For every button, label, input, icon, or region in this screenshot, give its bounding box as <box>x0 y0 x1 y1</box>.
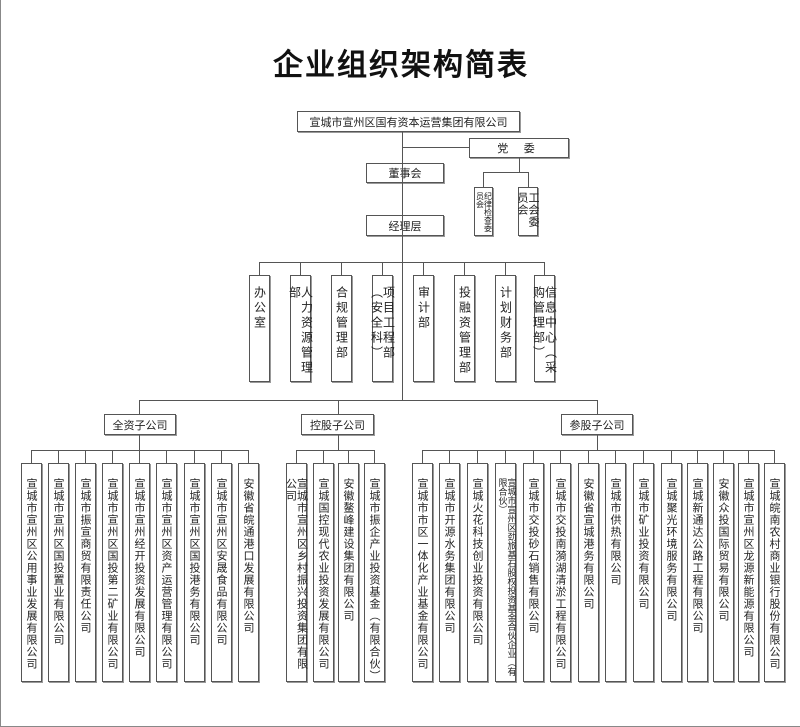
company-box: 宣城聚光环境服务有限公司 <box>661 463 682 682</box>
department-box: 投融资管理部 <box>454 275 475 382</box>
company-connector <box>296 450 297 463</box>
company-connector <box>505 450 506 463</box>
company-box: 宣城市振宣商贸有限责任公司 <box>75 463 96 682</box>
company-connector <box>31 450 32 463</box>
discipline-committee-box: 纪律检查委员会 <box>474 187 493 236</box>
group-box-1: 全资子公司 <box>104 414 176 435</box>
page-title: 企业组织架构简表 <box>273 48 529 83</box>
company-connector <box>477 450 478 463</box>
company-box: 安徽众投国际贸易有限公司 <box>713 463 734 682</box>
company-box: 宣城市供热有限公司 <box>605 463 626 682</box>
board-box: 董事会 <box>366 163 444 183</box>
management-box: 经理层 <box>366 215 444 236</box>
party-sub-connector <box>519 158 520 172</box>
group-box-3: 参股子公司 <box>561 414 633 435</box>
party-sub-line <box>483 172 528 173</box>
company-connector <box>671 450 672 463</box>
party-connector <box>402 147 469 148</box>
department-connector <box>382 262 383 275</box>
department-connector <box>544 262 545 275</box>
company-connector <box>533 450 534 463</box>
department-connector <box>505 262 506 275</box>
company-connector <box>697 450 698 463</box>
company-connector <box>58 450 59 463</box>
department-connector <box>464 262 465 275</box>
company-connector <box>643 450 644 463</box>
company-connector <box>348 450 349 463</box>
department-connector <box>423 262 424 275</box>
group-box-2: 控股子公司 <box>301 414 374 435</box>
company-line <box>31 450 249 451</box>
company-box: 宣城市交投南漪湖清淤工程有限公司 <box>550 463 571 682</box>
group-down-connector <box>597 435 598 450</box>
department-connector <box>259 262 260 275</box>
company-box: 宣城市宣州区国投置业有限公司 <box>48 463 69 682</box>
company-connector <box>422 450 423 463</box>
company-box: 安徽省宣城港务有限公司 <box>578 463 599 682</box>
company-box: 宣城市宣州区国投第二矿业有限公司 <box>102 463 123 682</box>
company-box: 宣城市振企产业投资基金（有限合伙） <box>364 463 385 682</box>
group-down-connector <box>338 435 339 450</box>
company-connector <box>588 450 589 463</box>
discipline-connector <box>483 172 484 187</box>
department-box: 人力资源管理部 <box>288 275 314 382</box>
union-connector <box>528 172 529 187</box>
company-connector <box>774 450 775 463</box>
group-company-box: 宣城市宣州区国有资本运营集团有限公司 <box>297 111 520 132</box>
company-line <box>422 450 775 451</box>
group-connector <box>597 400 598 414</box>
company-connector <box>723 450 724 463</box>
company-box: 宣城市矿业投资有限公司 <box>633 463 654 682</box>
main-connector <box>402 132 403 400</box>
department-box: 信息中心（采购管理部） <box>532 275 558 382</box>
company-connector <box>112 450 113 463</box>
department-box: 项目工程部（安全科） <box>370 275 396 382</box>
company-connector <box>139 450 140 463</box>
department-box: 合规管理部 <box>331 275 352 382</box>
company-connector <box>85 450 86 463</box>
subsidiary-line <box>139 400 598 401</box>
company-box: 安徽鳌峰建设集团有限公司 <box>338 463 359 682</box>
company-box: 宣城市宣州区劲旅基石股权投资基金合伙企业（有限合伙） <box>495 463 516 682</box>
company-box: 宣城新通达公路工程有限公司 <box>687 463 708 682</box>
company-connector <box>374 450 375 463</box>
company-box: 宣城国控现代农业投资发展有限公司 <box>313 463 334 682</box>
company-connector <box>560 450 561 463</box>
company-box: 宣城市宣州区公用事业发展有限公司 <box>21 463 42 682</box>
company-box: 宣城市开源水务集团有限公司 <box>439 463 460 682</box>
company-box: 安徽省皖通港口发展有限公司 <box>238 463 259 682</box>
company-line <box>296 450 375 451</box>
department-connector <box>300 262 301 275</box>
company-connector <box>221 450 222 463</box>
company-connector <box>194 450 195 463</box>
company-connector <box>248 450 249 463</box>
department-box: 计划财务部 <box>495 275 516 382</box>
company-box: 宣城市宣州区龙源新能源有限公司 <box>738 463 759 682</box>
union-committee-box: 工会委员会 <box>516 187 540 236</box>
department-box: 办公室 <box>249 275 270 382</box>
company-box: 宣城火花科技创业投资有限公司 <box>467 463 488 682</box>
department-box: 审计部 <box>413 275 434 382</box>
company-box: 宣城市宣州区乡村振兴投资集团有限公司 <box>285 463 309 682</box>
department-connector <box>341 262 342 275</box>
company-connector <box>615 450 616 463</box>
company-box: 宣城市市区一体化产业基金有限公司 <box>412 463 433 682</box>
group-down-connector <box>139 435 140 450</box>
party-committee-box: 党 委 <box>469 138 569 158</box>
company-box: 宣城市交投砂石销售有限公司 <box>523 463 544 682</box>
group-connector <box>338 400 339 414</box>
company-connector <box>748 450 749 463</box>
company-box: 宣城皖南农村商业银行股份有限公司 <box>764 463 785 682</box>
company-box: 宣城市宣州区安晟食品有限公司 <box>211 463 232 682</box>
company-box: 宣城市宣州经开投资发展有限公司 <box>129 463 150 682</box>
company-box: 宣城市宣州区资产运营管理有限公司 <box>156 463 177 682</box>
company-connector <box>323 450 324 463</box>
group-connector <box>139 400 140 414</box>
company-connector <box>449 450 450 463</box>
company-connector <box>166 450 167 463</box>
department-line <box>259 262 545 263</box>
company-box: 宣城市宣州区国投港务有限公司 <box>184 463 205 682</box>
